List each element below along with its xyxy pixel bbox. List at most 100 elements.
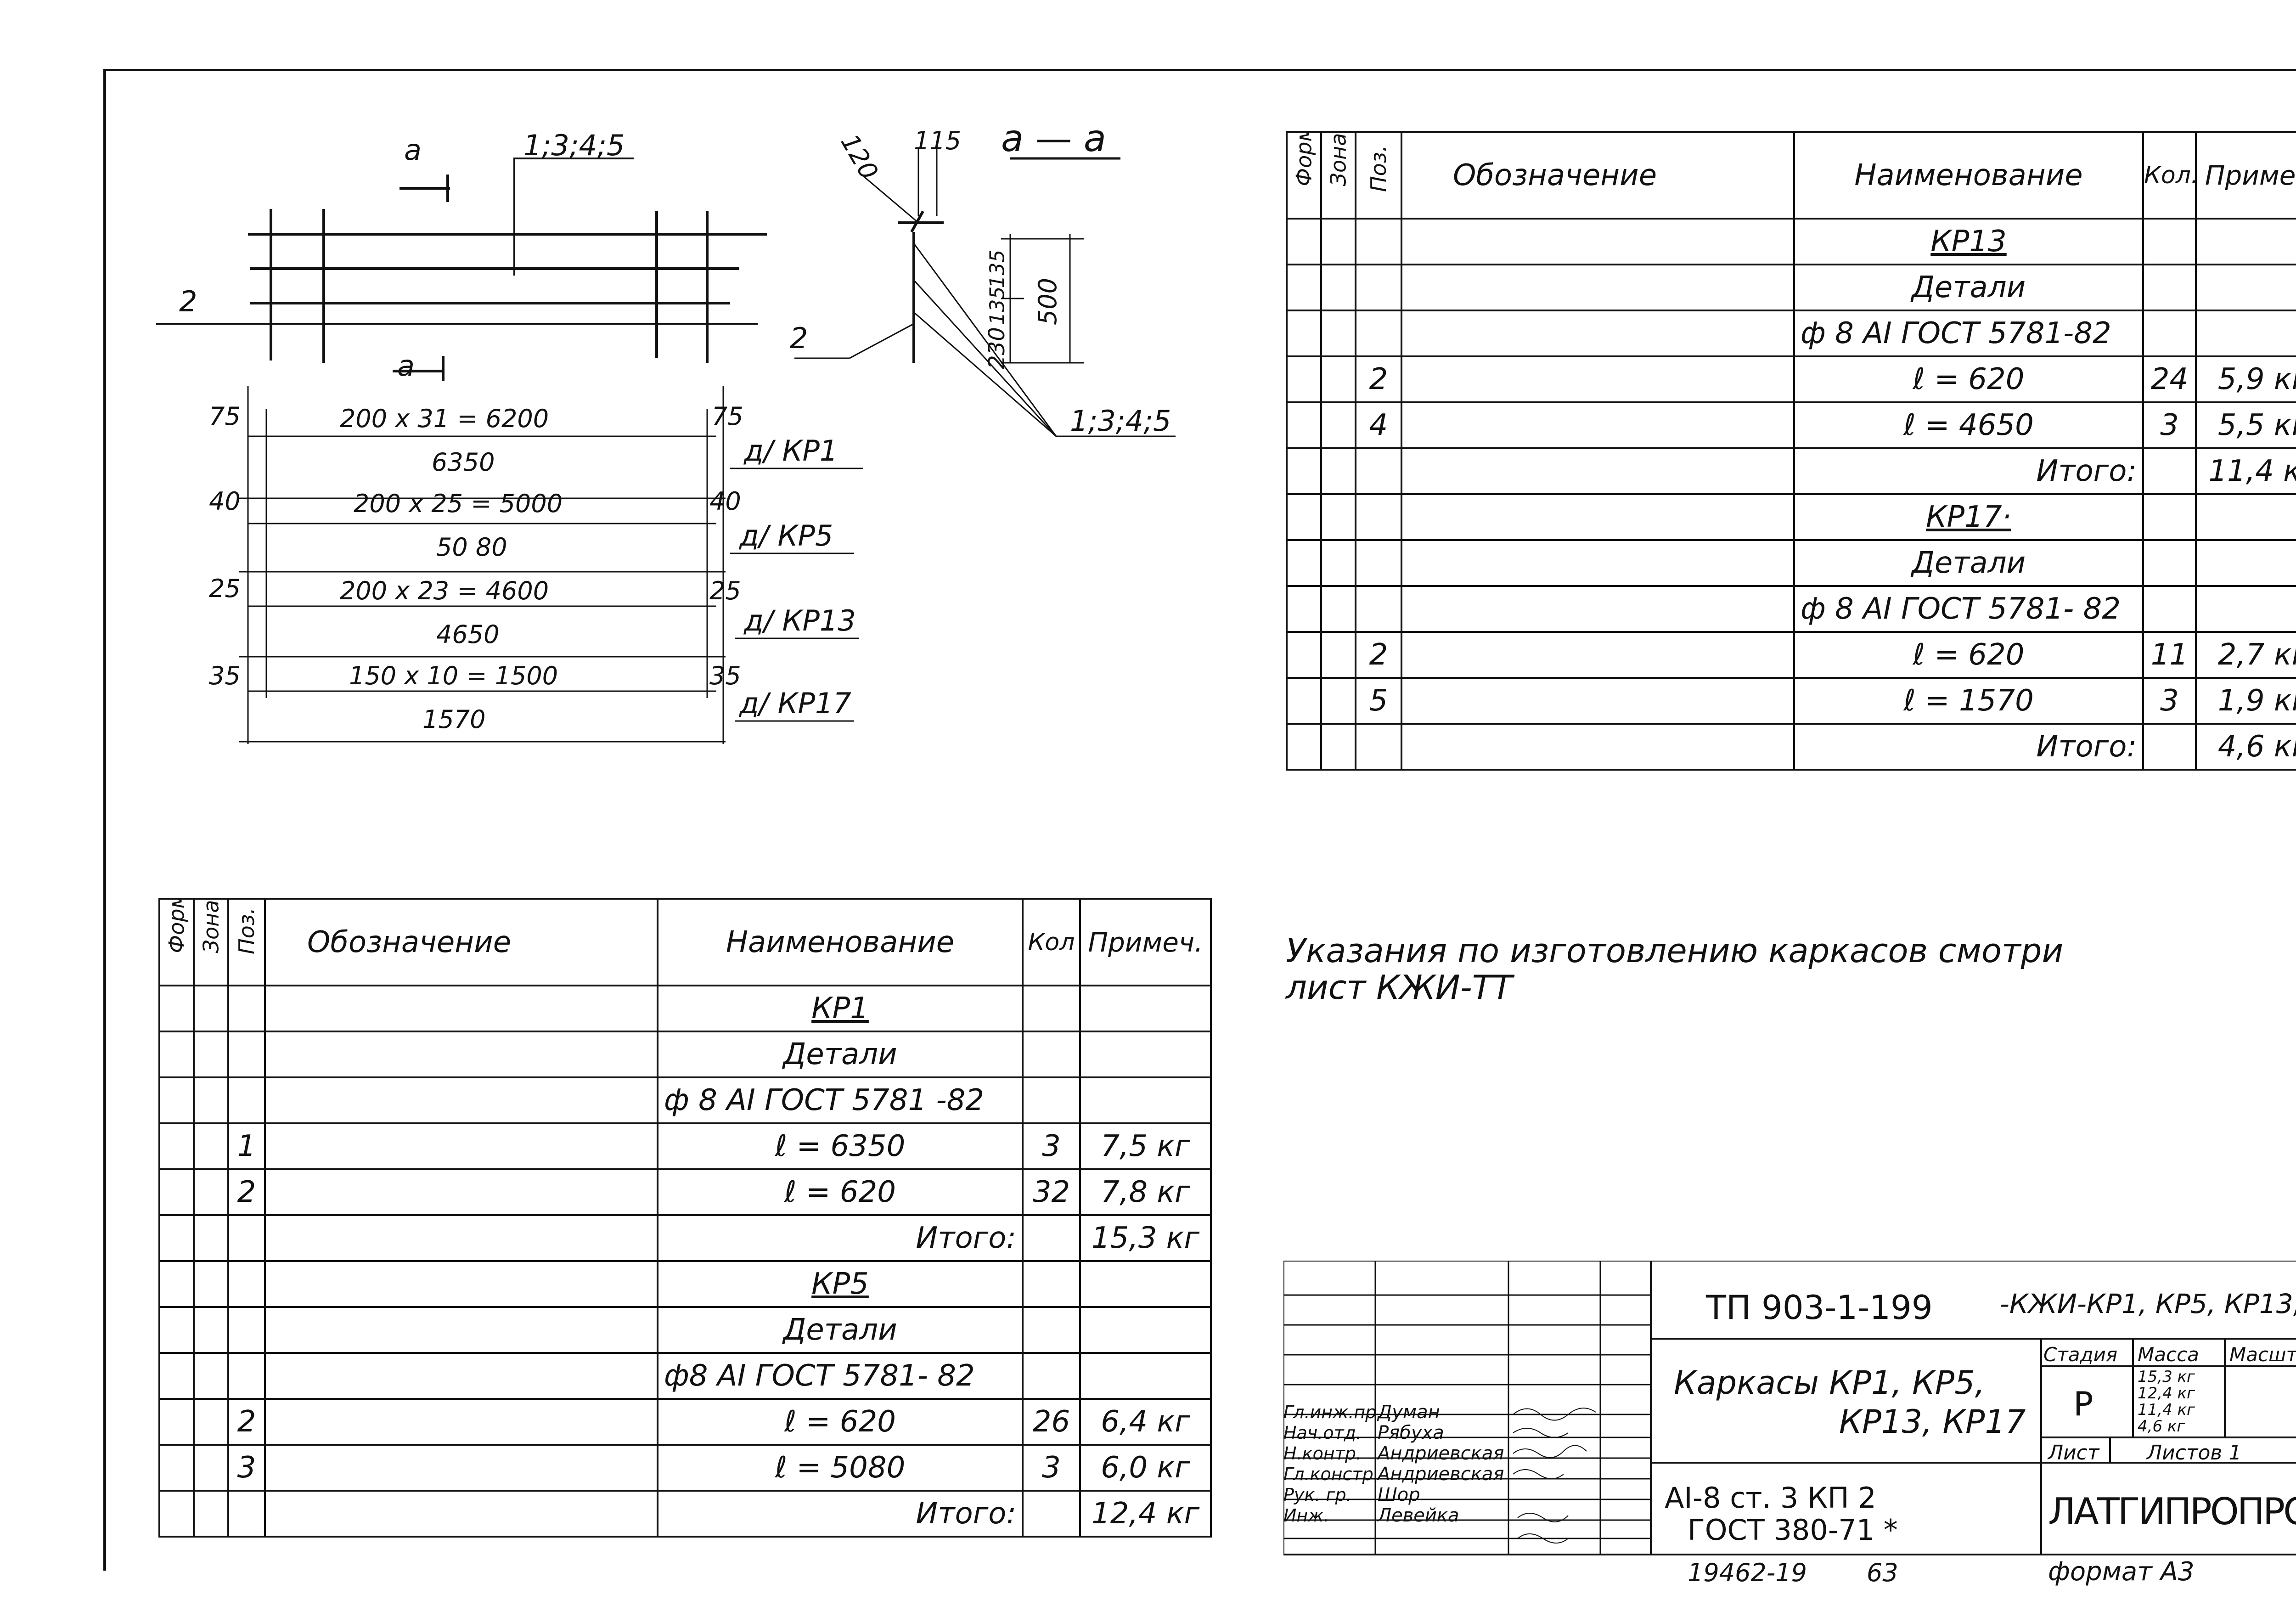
role-label: Рук. гр. bbox=[1283, 1485, 1352, 1505]
cell-pos bbox=[1355, 585, 1402, 633]
dim-row-1-right: 75 bbox=[712, 402, 743, 431]
cell-note bbox=[2195, 585, 2296, 633]
cell-name: КР1 bbox=[657, 985, 1024, 1032]
cell-pos: 2 bbox=[1355, 355, 1402, 403]
doc-suffix: -КЖИ-КР1, КР5, КР13, КР17 bbox=[2000, 1288, 2296, 1319]
cell-name: ℓ = 5080 bbox=[657, 1444, 1024, 1492]
section-marker-top: a bbox=[404, 133, 422, 167]
dim-row-3-inner: 200 x 23 = 4600 bbox=[340, 576, 549, 605]
spec-row: Детали bbox=[158, 1306, 1212, 1354]
header-name: Наименование bbox=[1793, 131, 2144, 220]
role-label: Инж. bbox=[1283, 1505, 1329, 1526]
header-note: Примеч. bbox=[1079, 898, 1212, 986]
cell-qty: 26 bbox=[1022, 1398, 1081, 1446]
cell-note-text: 15,3 кг bbox=[1091, 1221, 1200, 1255]
cell-name: ℓ = 620 bbox=[657, 1168, 1024, 1216]
cell-pos bbox=[227, 1352, 266, 1400]
cell-name: ℓ = 4650 bbox=[1793, 401, 2144, 449]
cell-name-text: Итого: bbox=[916, 1497, 1016, 1531]
cell-qty bbox=[1022, 1490, 1081, 1538]
dim-row-3-left: 25 bbox=[209, 574, 241, 603]
cell-note bbox=[1079, 985, 1212, 1032]
cell-designation bbox=[264, 1352, 658, 1400]
cell-pos-text: 2 bbox=[237, 1405, 256, 1439]
cell-qty: 3 bbox=[1022, 1444, 1081, 1492]
spec-row: Детали bbox=[1286, 264, 2296, 311]
cell-designation bbox=[1401, 218, 1795, 265]
spec-row: Детали bbox=[158, 1031, 1212, 1078]
manufacturing-note: Указания по изготовлению каркасов смотри… bbox=[1286, 932, 2063, 1006]
dim-230: 230 bbox=[984, 327, 1010, 369]
cell-qty: 3 bbox=[2142, 401, 2197, 449]
cell-qty-text: 11 bbox=[2150, 638, 2189, 672]
cell-designation bbox=[1401, 631, 1795, 679]
header-note: Примеч. bbox=[2195, 131, 2296, 220]
cell-pos bbox=[1355, 218, 1402, 265]
cell-zone bbox=[193, 985, 229, 1032]
cell-zone bbox=[193, 1260, 229, 1308]
cell-pos-text: 1 bbox=[237, 1129, 256, 1163]
cell-name-text: Итого: bbox=[916, 1221, 1016, 1255]
cell-note: 11,4 кг bbox=[2195, 447, 2296, 495]
cell-format bbox=[1286, 723, 1322, 771]
cell-zone bbox=[193, 1352, 229, 1400]
mass-value: 12,4 кг bbox=[2138, 1384, 2195, 1403]
cell-name-text: ℓ = 6350 bbox=[775, 1129, 906, 1163]
cell-format bbox=[1286, 264, 1322, 311]
cell-format bbox=[158, 1306, 195, 1354]
dim-row-4-total: 1570 bbox=[422, 705, 486, 734]
note-line-2: лист КЖИ-ТТ bbox=[1286, 968, 1513, 1007]
cell-format bbox=[158, 1031, 195, 1078]
cell-zone bbox=[193, 1214, 229, 1262]
spec-row: Итого:4,6 кг bbox=[1286, 723, 2296, 771]
spec-row: Итого: 15,3 кг bbox=[158, 1214, 1212, 1262]
bars-label-plan: 1;3;4;5 bbox=[523, 129, 625, 162]
cell-designation bbox=[264, 1168, 658, 1216]
cell-note: 12,4 кг bbox=[1079, 1490, 1212, 1538]
cell-zone bbox=[193, 1168, 229, 1216]
cell-pos bbox=[227, 1490, 266, 1538]
cell-name-text: ℓ = 5080 bbox=[775, 1451, 906, 1485]
dim-row-1-total: 6350 bbox=[432, 448, 495, 477]
cell-designation bbox=[1401, 585, 1795, 633]
cell-pos-text: 5 bbox=[1369, 684, 1388, 718]
title-line-1: Каркасы КР1, КР5, bbox=[1674, 1364, 1985, 1402]
spec-row: КР5 bbox=[158, 1260, 1212, 1308]
cell-qty-text: 24 bbox=[2150, 362, 2189, 396]
cell-name-text: ф 8 АI ГОСТ 5781 -82 bbox=[664, 1083, 985, 1117]
cell-zone bbox=[193, 1076, 229, 1124]
spec-row: КР1 bbox=[158, 985, 1212, 1032]
person-name: Андриевская bbox=[1378, 1464, 1504, 1485]
cell-designation bbox=[264, 1306, 658, 1354]
cell-name-text: Детали bbox=[783, 1313, 897, 1347]
cell-format bbox=[158, 1398, 195, 1446]
cell-note-text: 7,8 кг bbox=[1101, 1175, 1190, 1209]
spec-table-kr13-kr17: Форм. Зона Поз. Обозначение Наименование… bbox=[1286, 131, 2296, 771]
cell-format bbox=[1286, 493, 1322, 541]
cell-format bbox=[1286, 401, 1322, 449]
cell-name: ℓ = 1570 bbox=[1793, 677, 2144, 725]
cell-qty bbox=[2142, 310, 2197, 357]
doc-code: ТП 903-1-199 bbox=[1706, 1288, 1933, 1327]
cell-pos bbox=[1355, 264, 1402, 311]
bar-2-label-plan: 2 bbox=[179, 285, 197, 318]
cell-qty-text: 3 bbox=[1042, 1129, 1061, 1163]
cell-pos bbox=[227, 1076, 266, 1124]
cell-name: КР13 bbox=[1793, 218, 2144, 265]
spec-row: Итого: 12,4 кг bbox=[158, 1490, 1212, 1538]
cell-pos bbox=[227, 1306, 266, 1354]
mass-label: Масса bbox=[2138, 1343, 2199, 1366]
spec-row: ф 8 АI ГОСТ 5781- 82 bbox=[1286, 585, 2296, 633]
material-line-1: АI-8 ст. 3 КП 2 bbox=[1665, 1481, 1876, 1515]
cell-format bbox=[158, 1352, 195, 1400]
role-label: Н.контр. bbox=[1283, 1443, 1362, 1464]
cell-format bbox=[1286, 355, 1322, 403]
cell-qty bbox=[2142, 493, 2197, 541]
cell-format bbox=[158, 1490, 195, 1538]
dim-row-2-inner: 200 x 25 = 5000 bbox=[354, 489, 563, 518]
cell-qty-text: 3 bbox=[2160, 408, 2179, 442]
cell-qty: 3 bbox=[1022, 1122, 1081, 1170]
dim-row-4-inner: 150 x 10 = 1500 bbox=[349, 661, 558, 690]
bars-label-section: 1;3;4;5 bbox=[1070, 404, 1171, 438]
